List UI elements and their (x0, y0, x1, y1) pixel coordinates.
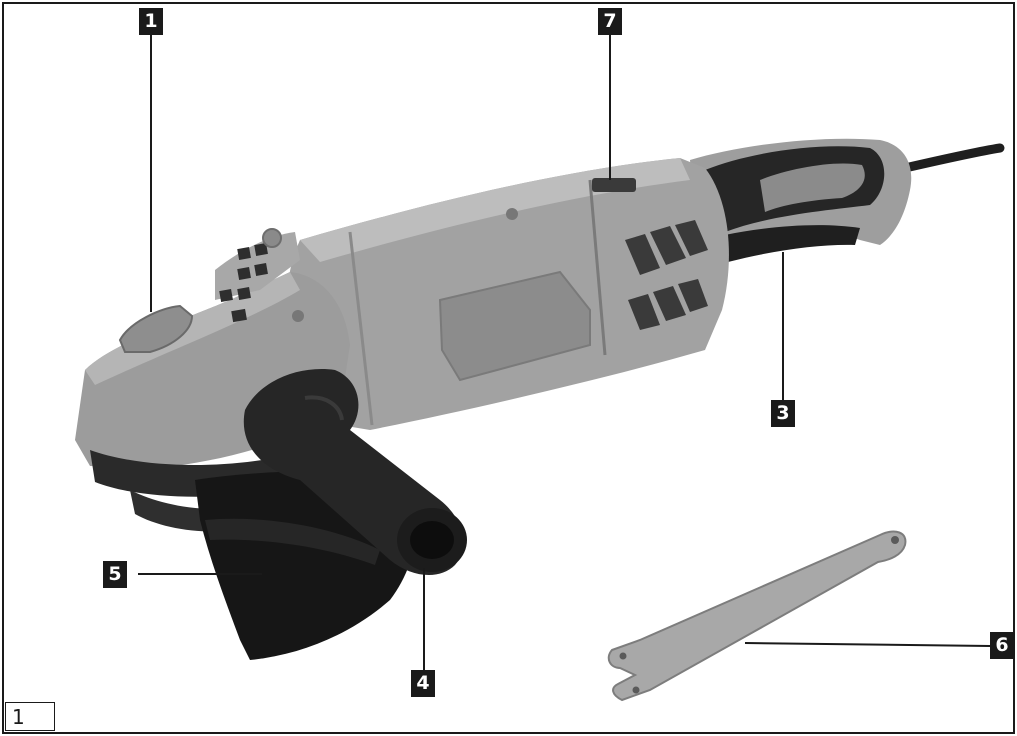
motor-housing (285, 158, 729, 430)
leader-lines (138, 35, 991, 670)
power-cord (900, 143, 1005, 173)
spindle-lock-button (118, 304, 194, 353)
leader-line-6 (744, 642, 991, 647)
callout-6: 6 (990, 632, 1014, 659)
callout-3: 3 (771, 400, 795, 427)
callout-4: 4 (411, 670, 435, 697)
rear-handle (690, 138, 912, 262)
callout-7: 7 (598, 8, 622, 35)
callout-5: 5 (103, 561, 127, 588)
spanner-wrench (607, 530, 907, 702)
callout-1: 1 (139, 8, 163, 35)
on-off-switch (592, 178, 636, 192)
figure-number: 1 (5, 702, 55, 731)
side-handle (243, 369, 467, 576)
